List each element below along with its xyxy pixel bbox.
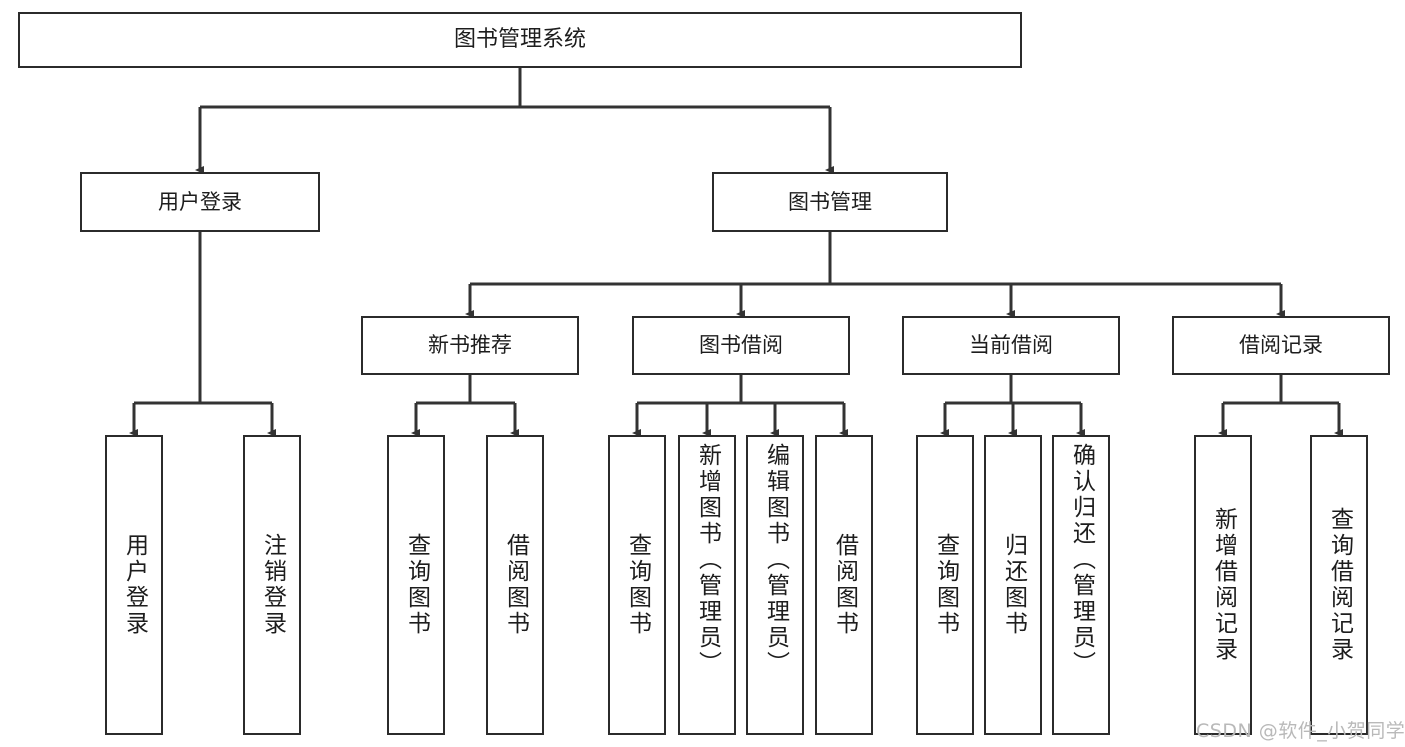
node-leaf-query-book-b[interactable]: 查询图书 xyxy=(608,435,666,735)
node-leaf-confirm-return[interactable]: 确认归还（管理员） xyxy=(1052,435,1110,735)
node-l3-current-borrow[interactable]: 当前借阅 xyxy=(902,316,1120,375)
node-label: 注销登录 xyxy=(259,533,286,637)
node-l2-book-manage[interactable]: 图书管理 xyxy=(712,172,948,232)
node-label: 图书借阅 xyxy=(699,333,783,358)
node-label: 新书推荐 xyxy=(428,333,512,358)
node-leaf-edit-book[interactable]: 编辑图书（管理员） xyxy=(746,435,804,735)
node-label: 确认归还（管理员） xyxy=(1068,443,1095,677)
node-l3-new-book-rec[interactable]: 新书推荐 xyxy=(361,316,579,375)
watermark-label: CSDN @软件_小贺同学 xyxy=(1196,720,1405,742)
node-leaf-query-book-a[interactable]: 查询图书 xyxy=(387,435,445,735)
node-label: 编辑图书（管理员） xyxy=(762,443,789,677)
node-label: 借阅图书 xyxy=(502,533,529,637)
node-l3-borrow-record[interactable]: 借阅记录 xyxy=(1172,316,1390,375)
node-leaf-add-record[interactable]: 新增借阅记录 xyxy=(1194,435,1252,735)
node-root[interactable]: 图书管理系统 xyxy=(18,12,1022,68)
node-leaf-query-record[interactable]: 查询借阅记录 xyxy=(1310,435,1368,735)
node-leaf-borrow-book-b[interactable]: 借阅图书 xyxy=(815,435,873,735)
node-label: 归还图书 xyxy=(1000,533,1027,637)
node-leaf-borrow-book-a[interactable]: 借阅图书 xyxy=(486,435,544,735)
node-label: 借阅记录 xyxy=(1239,333,1323,358)
node-label: 图书管理 xyxy=(788,189,872,214)
node-label: 查询图书 xyxy=(932,533,959,637)
node-l3-book-borrow[interactable]: 图书借阅 xyxy=(632,316,850,375)
node-label: 查询图书 xyxy=(624,533,651,637)
node-label: 查询图书 xyxy=(403,533,430,637)
node-leaf-return-book[interactable]: 归还图书 xyxy=(984,435,1042,735)
node-label: 查询借阅记录 xyxy=(1326,507,1353,663)
node-label: 用户登录 xyxy=(158,189,242,214)
node-label: 新增图书（管理员） xyxy=(694,443,721,677)
node-label: 借阅图书 xyxy=(831,533,858,637)
node-leaf-logout[interactable]: 注销登录 xyxy=(243,435,301,735)
node-leaf-add-book[interactable]: 新增图书（管理员） xyxy=(678,435,736,735)
node-leaf-user-login[interactable]: 用户登录 xyxy=(105,435,163,735)
node-label: 新增借阅记录 xyxy=(1210,507,1237,663)
node-leaf-query-book-c[interactable]: 查询图书 xyxy=(916,435,974,735)
node-label: 当前借阅 xyxy=(969,333,1053,358)
node-label: 用户登录 xyxy=(121,533,148,637)
node-label: 图书管理系统 xyxy=(453,27,586,53)
node-l2-user-login[interactable]: 用户登录 xyxy=(80,172,320,232)
